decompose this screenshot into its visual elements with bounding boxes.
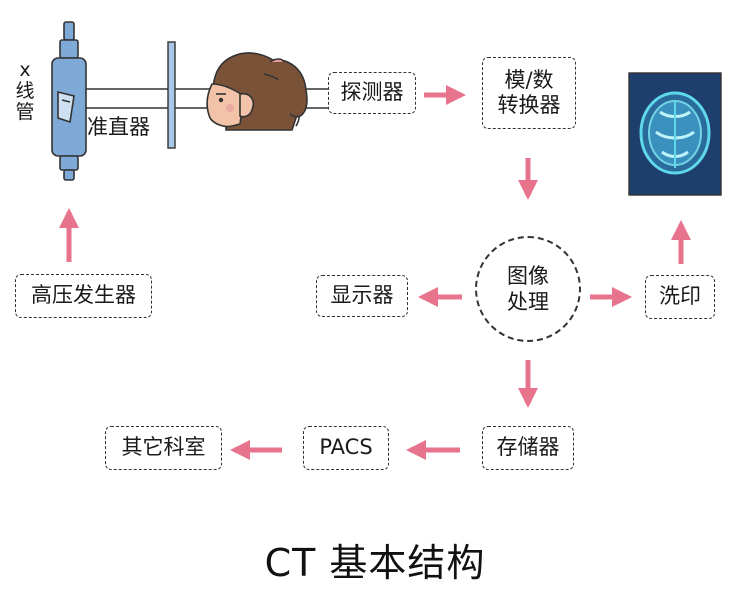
diagram-title: CT 基本结构 [264, 541, 486, 585]
flow-arrows [59, 85, 691, 460]
detector-box: 探测器 [328, 72, 416, 114]
print-box: 洗印 [645, 275, 715, 319]
ct-brain-scan-icon [628, 72, 722, 196]
ad-converter-box: 模/数 转换器 [482, 57, 576, 129]
collimator-plate [167, 41, 176, 149]
display-box: 显示器 [316, 275, 408, 317]
other-department-box: 其它科室 [105, 426, 222, 470]
patient-head-icon [206, 52, 308, 131]
collimator-label: 准直器 [87, 115, 150, 139]
xray-tube-icon [51, 21, 87, 181]
storage-box: 存储器 [482, 426, 574, 470]
xray-tube-label: x 线 管 [15, 59, 35, 123]
pacs-box: PACS [303, 426, 389, 470]
image-processing-node: 图像 处理 [475, 236, 581, 342]
hv-generator-box: 高压发生器 [15, 274, 152, 318]
